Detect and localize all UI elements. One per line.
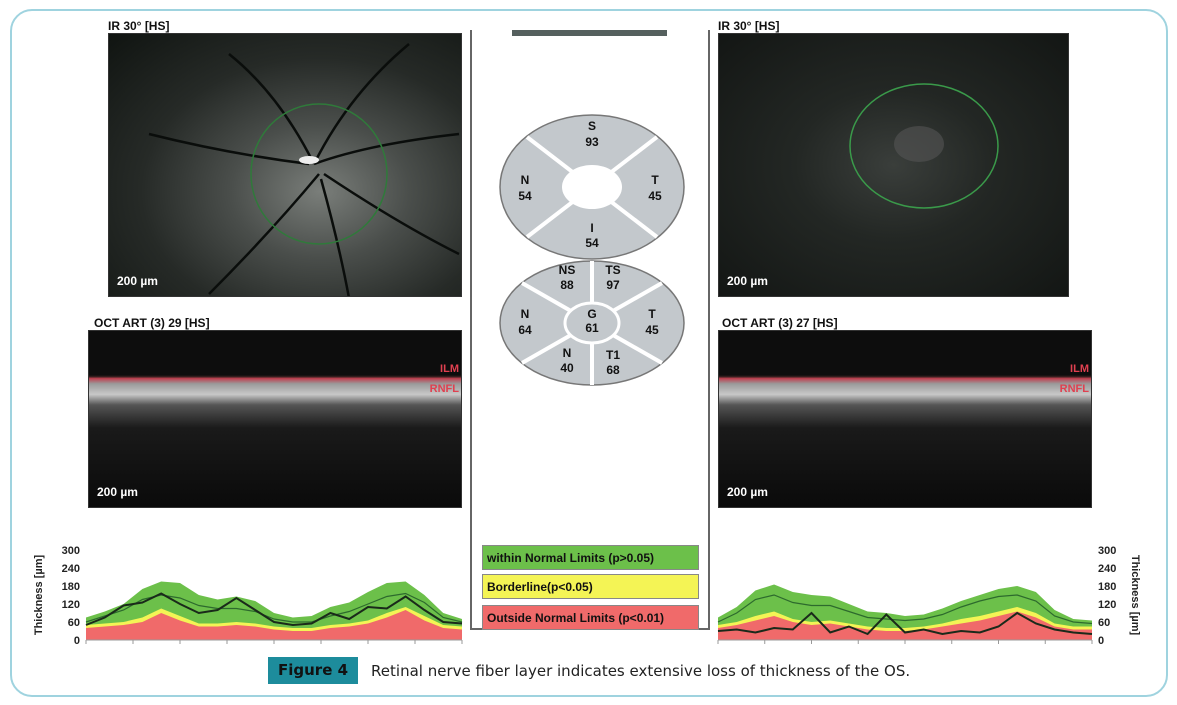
sector-s-value: 93 — [585, 135, 599, 149]
y-tick-label: 180 — [62, 581, 80, 593]
left-oct-scale: 200 µm — [97, 485, 138, 499]
y-tick-label: 0 — [1098, 635, 1104, 645]
right-fundus-image: 200 µm — [718, 33, 1069, 297]
left-fundus-image: 200 µm — [108, 33, 462, 297]
y-tick-label: 60 — [68, 617, 80, 629]
left-ir-scale: 200 µm — [117, 274, 158, 288]
sector-g-label: G — [587, 307, 596, 321]
sector-t-value: 45 — [648, 189, 662, 203]
sector-t-label: T — [648, 307, 656, 321]
sector-g-value: 61 — [585, 321, 599, 335]
sector-n-value: 54 — [518, 189, 532, 203]
legend-within-normal: within Normal Limits (p>0.05) — [482, 545, 699, 570]
figure-caption: Figure 4 Retinal nerve fiber layer indic… — [268, 657, 910, 684]
y-tick-label: 300 — [1098, 545, 1116, 557]
sector-n-label: N — [521, 173, 530, 187]
right-oct-label: OCT ART (3) 27 [HS] — [722, 316, 846, 331]
ilm-tag: ILM — [1070, 363, 1089, 375]
right-ir-label: IR 30° [HS] — [718, 19, 788, 34]
caption-text: Retinal nerve fiber layer indicates exte… — [371, 661, 911, 680]
sector-ni-label: N — [563, 346, 572, 360]
sector-s-label: S — [588, 119, 596, 133]
legend-outside-normal: Outside Normal Limits (p<0.01) — [482, 605, 699, 630]
measured-line — [717, 611, 1093, 636]
right-oct-scale: 200 µm — [727, 485, 768, 499]
y-tick-label: 120 — [62, 599, 80, 611]
sector-i-label: I — [590, 221, 593, 235]
sector-t-value: 45 — [645, 323, 659, 337]
y-tick-label: 120 — [1098, 599, 1116, 611]
sector-map-garway: NS 88 TS 97 N 64 G 61 T 45 N 40 T1 68 — [499, 260, 685, 386]
outside-band — [718, 611, 1092, 640]
left-oct-scan: ILM RNFL 200 µm — [88, 330, 462, 508]
right-ir-scale: 200 µm — [727, 274, 768, 288]
y-axis-label: Thickness [µm] — [33, 555, 45, 636]
rnfl-tag: RNFL — [1059, 383, 1089, 395]
left-oct-label: OCT ART (3) 29 [HS] — [94, 316, 218, 331]
ilm-tag: ILM — [440, 363, 459, 375]
left-ir-label: IR 30° [HS] — [108, 19, 178, 34]
legend-borderline: Borderline(p<0.05) — [482, 574, 699, 599]
sector-t-label: T — [651, 173, 659, 187]
rnfl-tag: RNFL — [429, 383, 459, 395]
y-tick-label: 60 — [1098, 617, 1110, 629]
right-thickness-chart: 300 240 180 120 60 0 Thickness [µm] — [717, 545, 1140, 645]
y-axis-label: Thickness [µm] — [1129, 555, 1140, 636]
outside-band — [86, 610, 462, 640]
sector-ns-label: NS — [559, 263, 576, 277]
sector-ts-value: 97 — [606, 278, 620, 292]
sector-map-4: S 93 N 54 T 45 I 54 — [499, 114, 685, 260]
left-thickness-chart: 300 240 180 120 60 0 Thickness [µm] — [33, 545, 463, 645]
normal-mean-line — [85, 592, 463, 623]
sector-ts-label: TS — [605, 263, 620, 277]
normal-mean-line — [717, 594, 1093, 625]
figure-frame — [10, 9, 1168, 697]
sector-ni-value: 40 — [560, 361, 574, 375]
y-tick-label: 300 — [62, 545, 80, 557]
sector-ns-value: 88 — [560, 278, 574, 292]
right-oct-scan: ILM RNFL 200 µm — [718, 330, 1092, 508]
y-tick-label: 180 — [1098, 581, 1116, 593]
y-tick-label: 0 — [74, 635, 80, 645]
y-tick-label: 240 — [1098, 563, 1116, 575]
sector-ti-value: 68 — [606, 363, 620, 377]
sector-i-value: 54 — [585, 236, 599, 250]
sector-panel: S 93 N 54 T 45 I 54 NS 88 TS 97 N 64 G 6… — [470, 30, 710, 630]
panel-top-bar — [512, 30, 667, 36]
sector-ti-label: T1 — [606, 348, 620, 362]
sector-n-label: N — [521, 307, 530, 321]
y-tick-label: 240 — [62, 563, 80, 575]
figure-tag: Figure 4 — [268, 657, 359, 684]
measured-line — [85, 592, 463, 627]
sector-n-value: 64 — [518, 323, 532, 337]
